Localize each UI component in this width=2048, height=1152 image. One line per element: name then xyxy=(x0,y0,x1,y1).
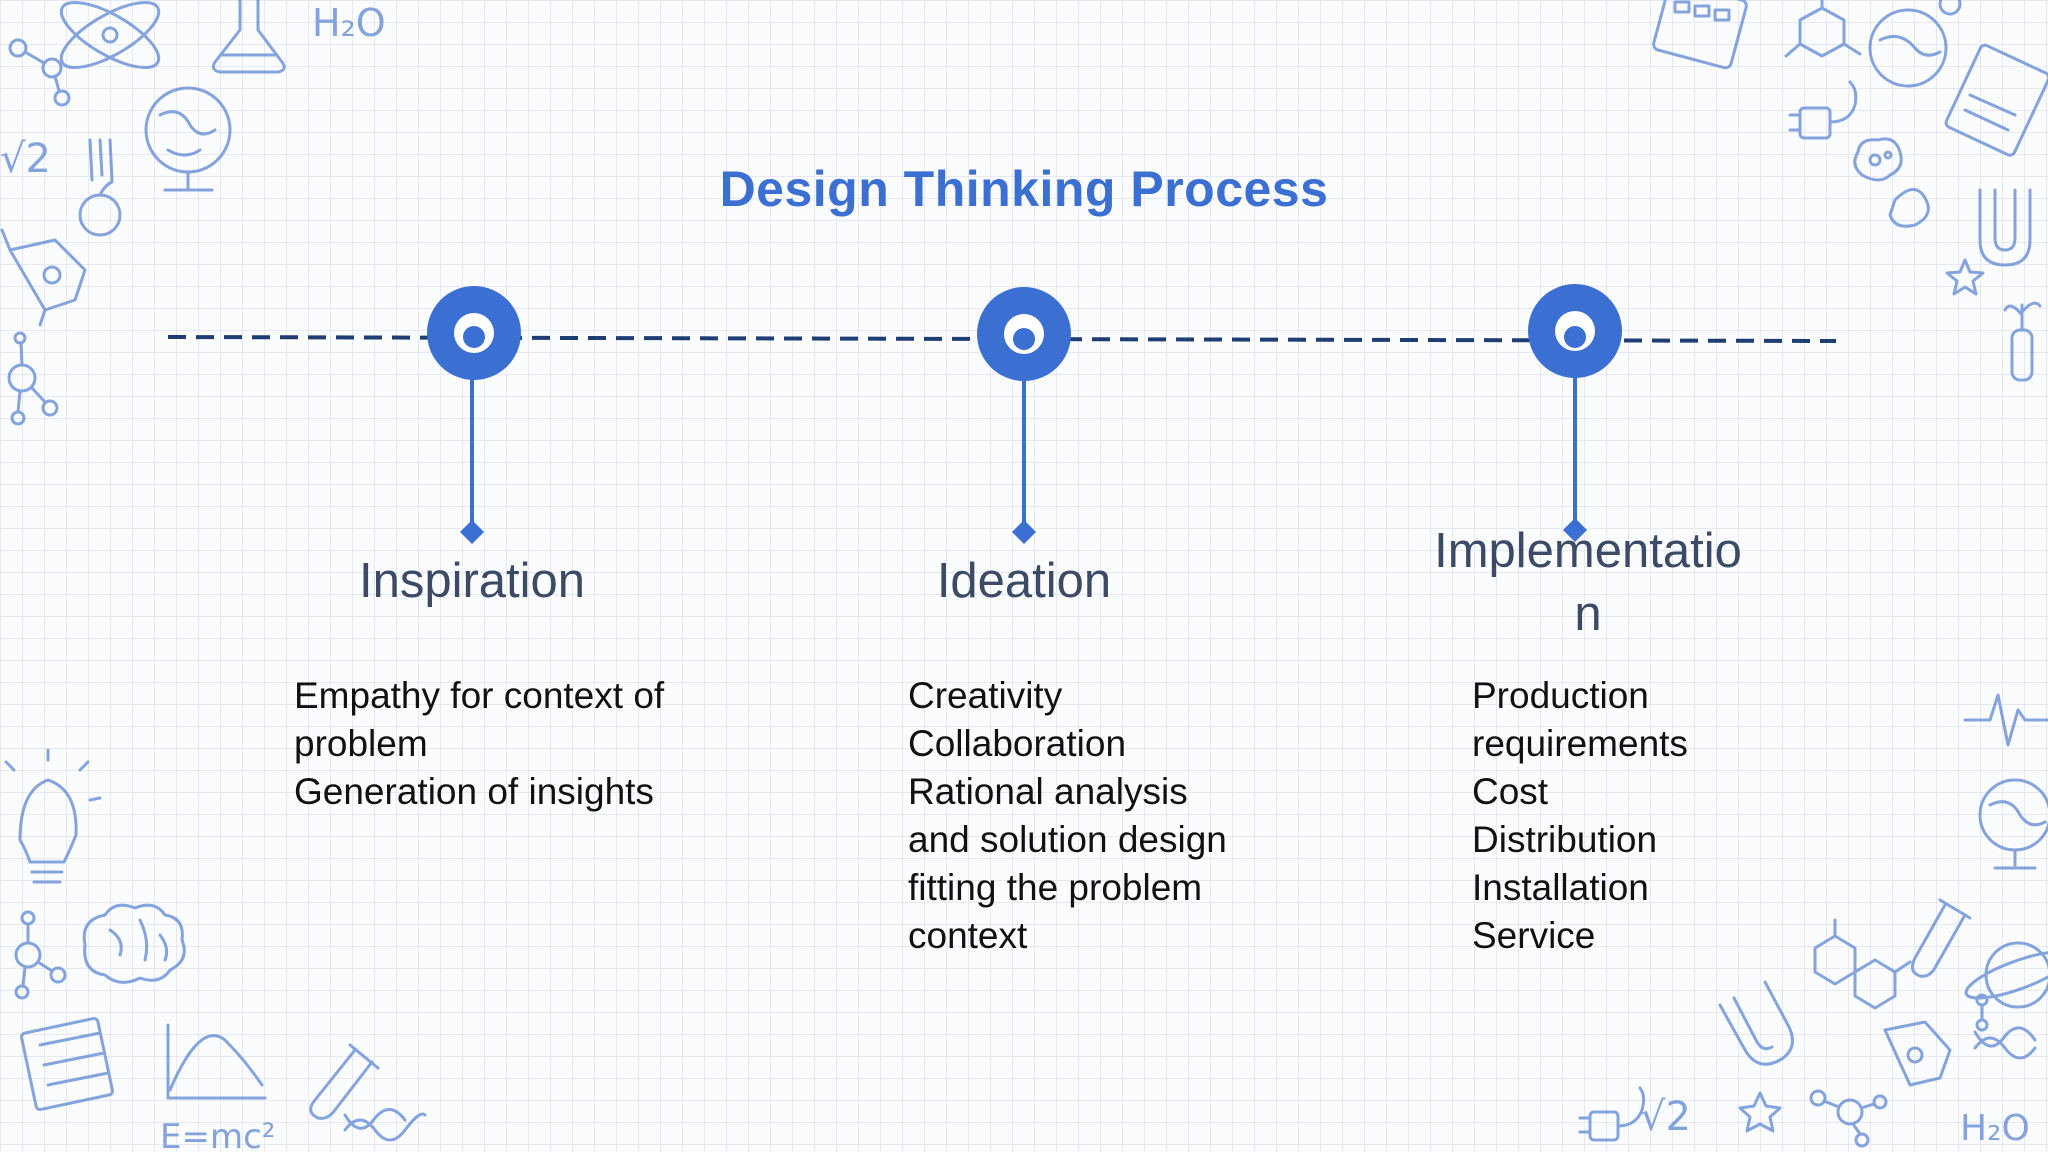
list-item: requirements xyxy=(1472,723,1688,764)
list-item: fitting the problem xyxy=(908,867,1203,908)
stage-items-inspiration: Empathy for context of problem Generatio… xyxy=(294,672,664,816)
list-item: problem xyxy=(294,723,428,764)
list-item: Cost xyxy=(1472,771,1549,812)
list-item: Empathy for context of xyxy=(294,675,665,716)
list-item: Creativity xyxy=(908,675,1063,716)
stage-title-implementation: Implementatio n xyxy=(1434,524,1742,641)
stage-marker-implementation xyxy=(1528,284,1622,542)
list-item: Generation of insights xyxy=(294,771,654,812)
list-item: Collaboration xyxy=(908,723,1127,764)
stage-marker-inspiration xyxy=(427,286,521,544)
stage-title-ideation: Ideation xyxy=(936,554,1112,608)
stage-items-ideation: Creativity Collaboration Rational analys… xyxy=(908,672,1227,960)
list-item: Service xyxy=(1472,915,1596,956)
list-item: Distribution xyxy=(1472,819,1658,860)
list-item: Production xyxy=(1472,675,1649,716)
stage-marker-ideation xyxy=(977,287,1071,544)
stage-title-inspiration: Inspiration xyxy=(358,554,586,608)
list-item: Rational analysis xyxy=(908,771,1188,812)
list-item: context xyxy=(908,915,1028,956)
stage-items-implementation: Production requirements Cost Distributio… xyxy=(1472,672,1688,960)
list-item: Installation xyxy=(1472,867,1649,908)
list-item: and solution design xyxy=(908,819,1227,860)
slide-title: Design Thinking Process xyxy=(719,161,1329,217)
